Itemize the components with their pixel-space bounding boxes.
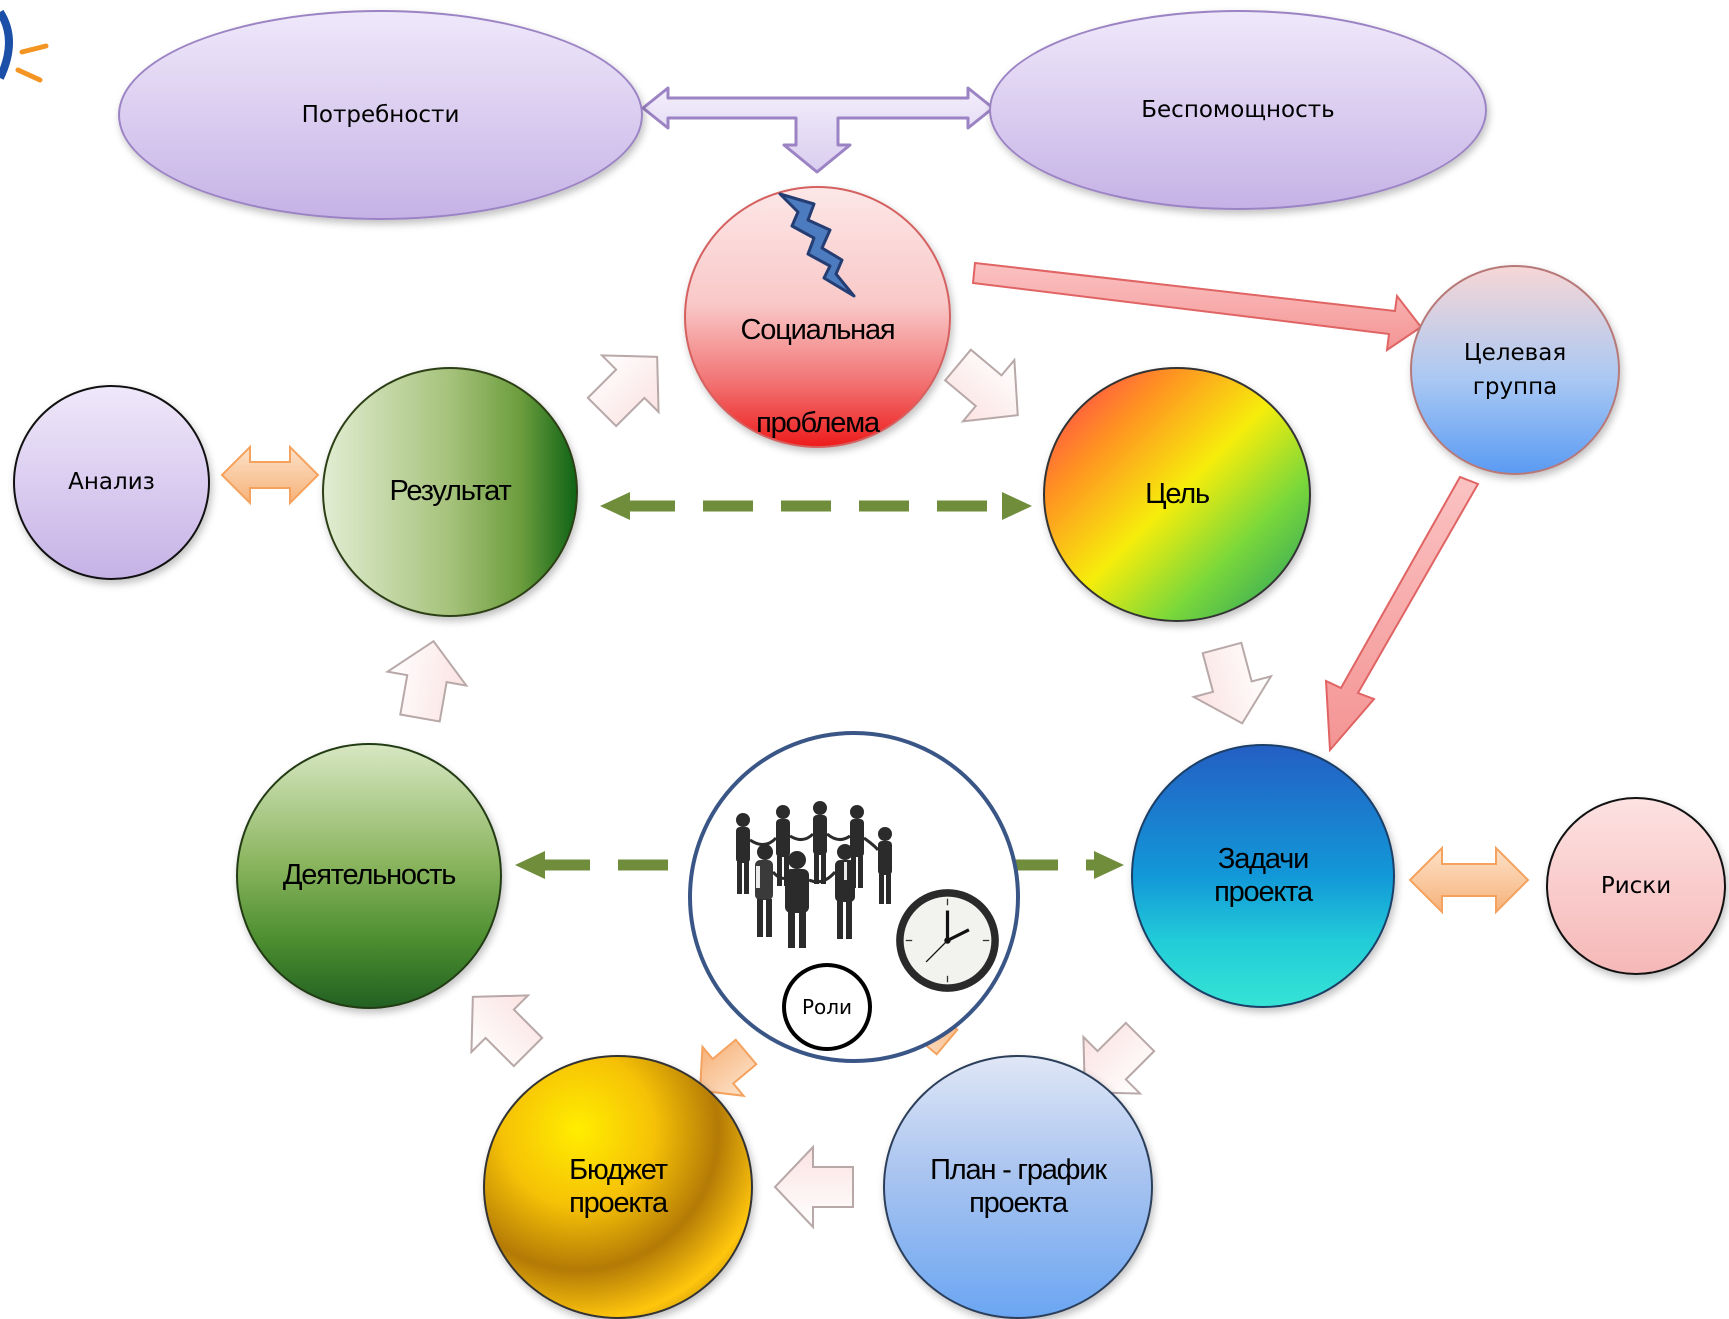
roles-label-circle: Роли (782, 963, 872, 1051)
arrow-tasks-to-plan (1082, 1021, 1156, 1095)
arrow-plan-to-budget (773, 1144, 854, 1230)
needs-helplessness-double-arrow (641, 86, 995, 174)
helplessness-label: Беспомощность (1141, 96, 1335, 123)
risks-node: Риски (1546, 797, 1726, 975)
lightning-icon (778, 192, 856, 298)
logo-icon (0, 9, 49, 83)
double-arrow-analysis-result (220, 444, 320, 506)
plan-label-line1: План - график (930, 1153, 1107, 1186)
arrow-problem-to-target (971, 261, 1423, 353)
arrow-result-to-problem (586, 354, 660, 428)
budget-label-line1: Бюджет (569, 1153, 668, 1186)
arrow-problem-to-goal (943, 348, 1019, 423)
wall-clock-icon (896, 889, 999, 992)
arrow-budget-to-roles (698, 1038, 758, 1098)
analysis-node: Анализ (13, 385, 210, 580)
dashed-arrow-result-goal (600, 492, 1032, 520)
analysis-label: Анализ (68, 469, 155, 496)
budget-node: Бюджет проекта (483, 1055, 753, 1319)
risks-label: Риски (1600, 872, 1672, 899)
roles-label: Роли (801, 995, 853, 1019)
needs-node: Потребности (118, 10, 643, 220)
tasks-node: Задачи проекта (1131, 744, 1395, 1008)
goal-node: Цель (1043, 367, 1311, 622)
result-node: Результат (322, 367, 578, 617)
activity-node: Деятельность (236, 743, 502, 1009)
budget-label-line2: проекта (569, 1187, 668, 1219)
arrow-goal-to-tasks (1191, 641, 1274, 725)
social-problem-node: Социальная проблема (684, 186, 951, 448)
target-group-label-line2: группа (1472, 374, 1558, 400)
social-problem-label-line1: Социальная (740, 313, 896, 346)
tasks-label-line2: проекта (1214, 876, 1313, 908)
target-group-node: Целевая группа (1410, 265, 1620, 475)
double-arrow-tasks-risks (1408, 845, 1530, 915)
target-group-label-line1: Целевая (1463, 339, 1567, 366)
plan-node: План - график проекта (883, 1055, 1153, 1319)
activity-label: Деятельность (282, 859, 456, 892)
goal-label: Цель (1145, 477, 1210, 510)
arrow-activity-to-result (384, 639, 469, 723)
social-problem-label-line2: проблема (756, 407, 880, 439)
result-label: Результат (389, 475, 511, 508)
tasks-label-line1: Задачи (1217, 842, 1309, 875)
plan-label-line2: проекта (969, 1187, 1068, 1219)
helplessness-node: Беспомощность (989, 10, 1487, 210)
needs-label: Потребности (301, 101, 460, 128)
arrow-target-to-tasks (1324, 475, 1480, 753)
people-circle-icon (736, 801, 892, 948)
arrow-budget-to-activity (470, 994, 544, 1068)
